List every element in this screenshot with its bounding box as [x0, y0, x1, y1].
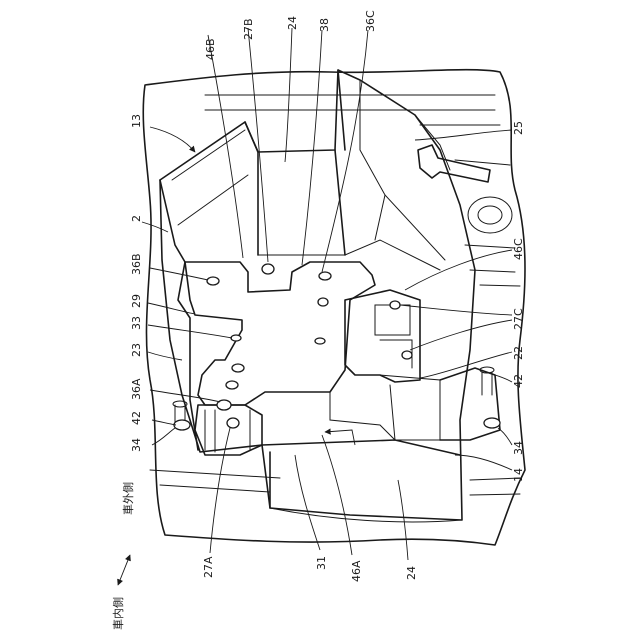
right-foot-flange: [440, 368, 500, 440]
background-boss: [468, 197, 512, 233]
tray-right-wall: [360, 80, 450, 260]
leader-lines: [142, 28, 512, 560]
ref-34-left: 34: [130, 438, 143, 452]
bracket-46C: [345, 290, 420, 382]
ref-42-left: 42: [130, 411, 143, 425]
left-foot-ribs: [205, 410, 250, 452]
background-boss-inner: [478, 206, 502, 224]
ref-14: 14: [512, 468, 525, 482]
ref-36A: 36A: [130, 378, 143, 400]
tray-back-wall: [258, 195, 440, 270]
ref-13: 13: [130, 114, 143, 128]
ref-27C: 27C: [512, 308, 525, 330]
ref-25: 25: [512, 121, 525, 135]
ref-24-bottom: 24: [405, 566, 418, 580]
ref-36C: 36C: [364, 10, 377, 32]
ref-22: 22: [512, 346, 525, 360]
right-foot-pin: [482, 372, 492, 395]
ref-36B-top: 36B: [130, 253, 143, 275]
ref-29: 29: [130, 294, 143, 308]
tray-left-rim: [160, 180, 198, 450]
ref-33: 33: [130, 316, 143, 330]
ref-31: 31: [315, 556, 328, 570]
tray-outer-wall: [160, 70, 475, 520]
ref-46C: 46C: [512, 238, 525, 260]
ref-23: 23: [130, 343, 143, 357]
direction-outer-label: 車外側: [121, 482, 135, 515]
ref-42-right: 42: [512, 374, 525, 388]
mounting-holes: [174, 264, 500, 430]
ref-46B: 46B: [204, 38, 217, 60]
ref-34-right: 34: [512, 441, 525, 455]
tray-front-wall: [262, 440, 460, 508]
ref-2: 2: [130, 215, 143, 222]
ref-27B: 27B: [242, 18, 255, 40]
direction-inner-label: 車内側: [111, 597, 125, 630]
ref-38: 38: [318, 18, 331, 32]
ref-46A: 46A: [350, 560, 363, 582]
ref-27A: 27A: [202, 556, 215, 578]
right-mounting-tab: [418, 145, 490, 182]
arrow-13: [150, 127, 195, 152]
ref-24-top: 24: [286, 16, 299, 30]
direction-arrow: [118, 555, 130, 585]
